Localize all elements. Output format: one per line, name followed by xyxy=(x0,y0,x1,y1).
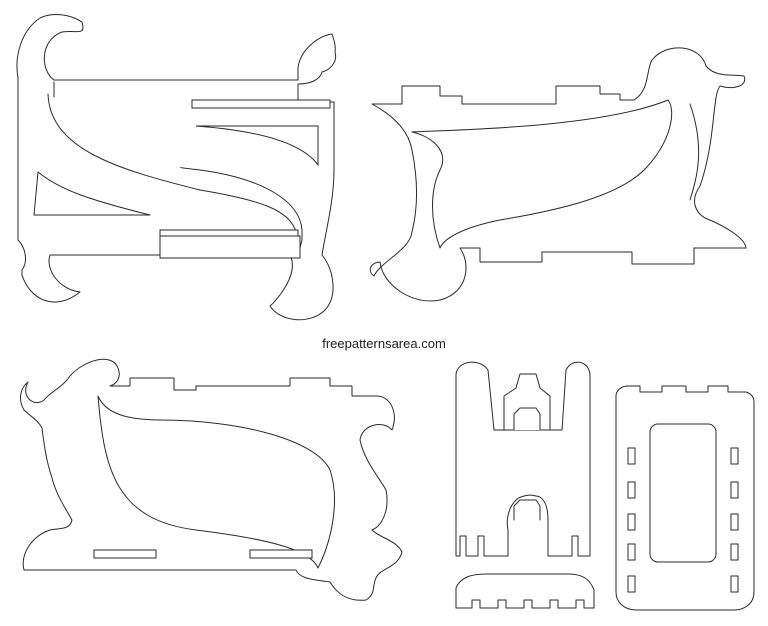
side-panel-sleigh xyxy=(369,47,747,302)
side-panel-left-scroll xyxy=(16,14,337,321)
back-plate-slotted xyxy=(615,385,755,611)
bottom-panel-curled xyxy=(20,358,403,601)
stand-comb-strip xyxy=(455,573,595,609)
stand-clip-tall xyxy=(455,361,591,557)
watermark-text: freepatternsarea.com xyxy=(322,336,446,351)
